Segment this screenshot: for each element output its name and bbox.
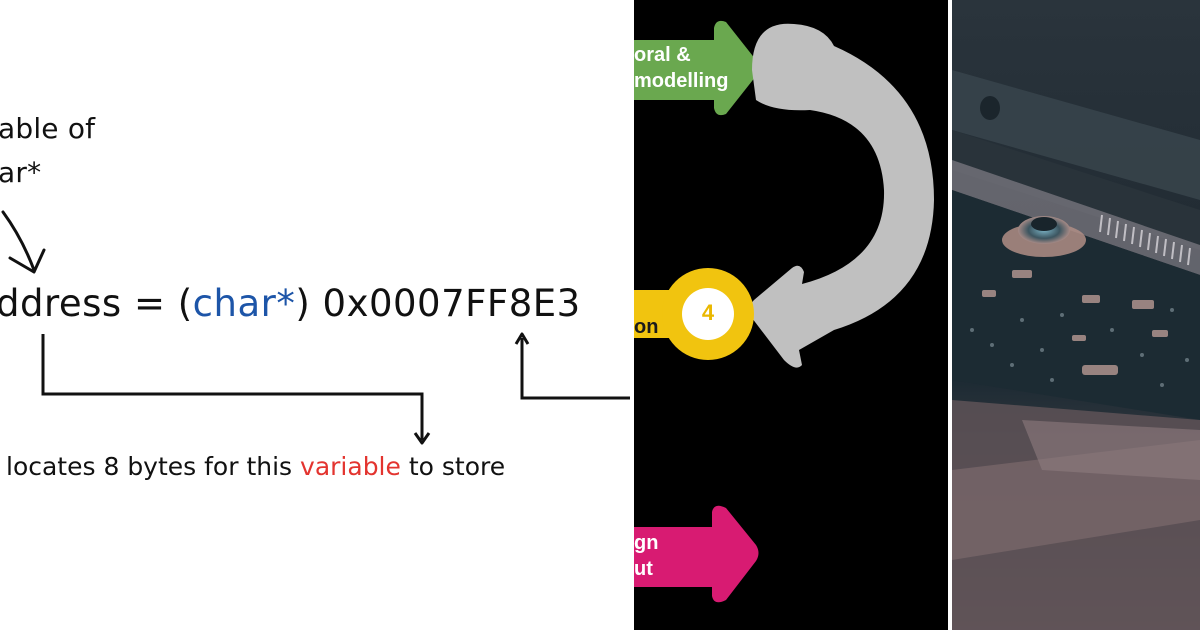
description-suffix: to store [400,452,506,481]
flow-diagram-panel: oral & modelling on 4 gn ut [634,0,948,630]
step-number: 4 [701,300,715,325]
pointer-diagram-panel: able of ar* ddress = (char*) 0x0007FF8E3… [0,112,630,481]
step-number-circle [682,288,734,340]
code-prefix: ddress = ( [0,282,193,325]
description-prefix: locates 8 bytes for this [6,452,301,481]
circuit-board-photo [952,0,1200,630]
description-line: locates 8 bytes for this variable to sto… [6,452,505,481]
description-highlight: variable [300,452,401,481]
pink-step-label-line2: ut [634,558,653,580]
flow-shapes [634,20,934,603]
code-line: ddress = (char*) 0x0007FF8E3 [0,282,581,325]
pink-step-arrow [634,505,759,603]
green-step-label-line1: oral & [634,44,691,66]
photo-illustration [952,0,1200,630]
code-suffix: ) 0x0007FF8E3 [295,282,581,325]
panel-divider [948,0,952,630]
yellow-step-label: on [634,316,659,338]
pink-step-label: gn ut [634,530,658,582]
connector-lines [1,210,630,445]
green-step-label-line2: modelling [634,70,729,92]
annotation-caption-line2: ar* [0,156,42,189]
code-type-token: char* [192,282,296,325]
green-step-label: oral & modelling [634,42,728,94]
annotation-caption-line1: able of [0,112,96,145]
green-step-arrow [634,20,758,116]
loop-arrow [749,23,934,368]
pink-step-label-line1: gn [634,532,659,554]
